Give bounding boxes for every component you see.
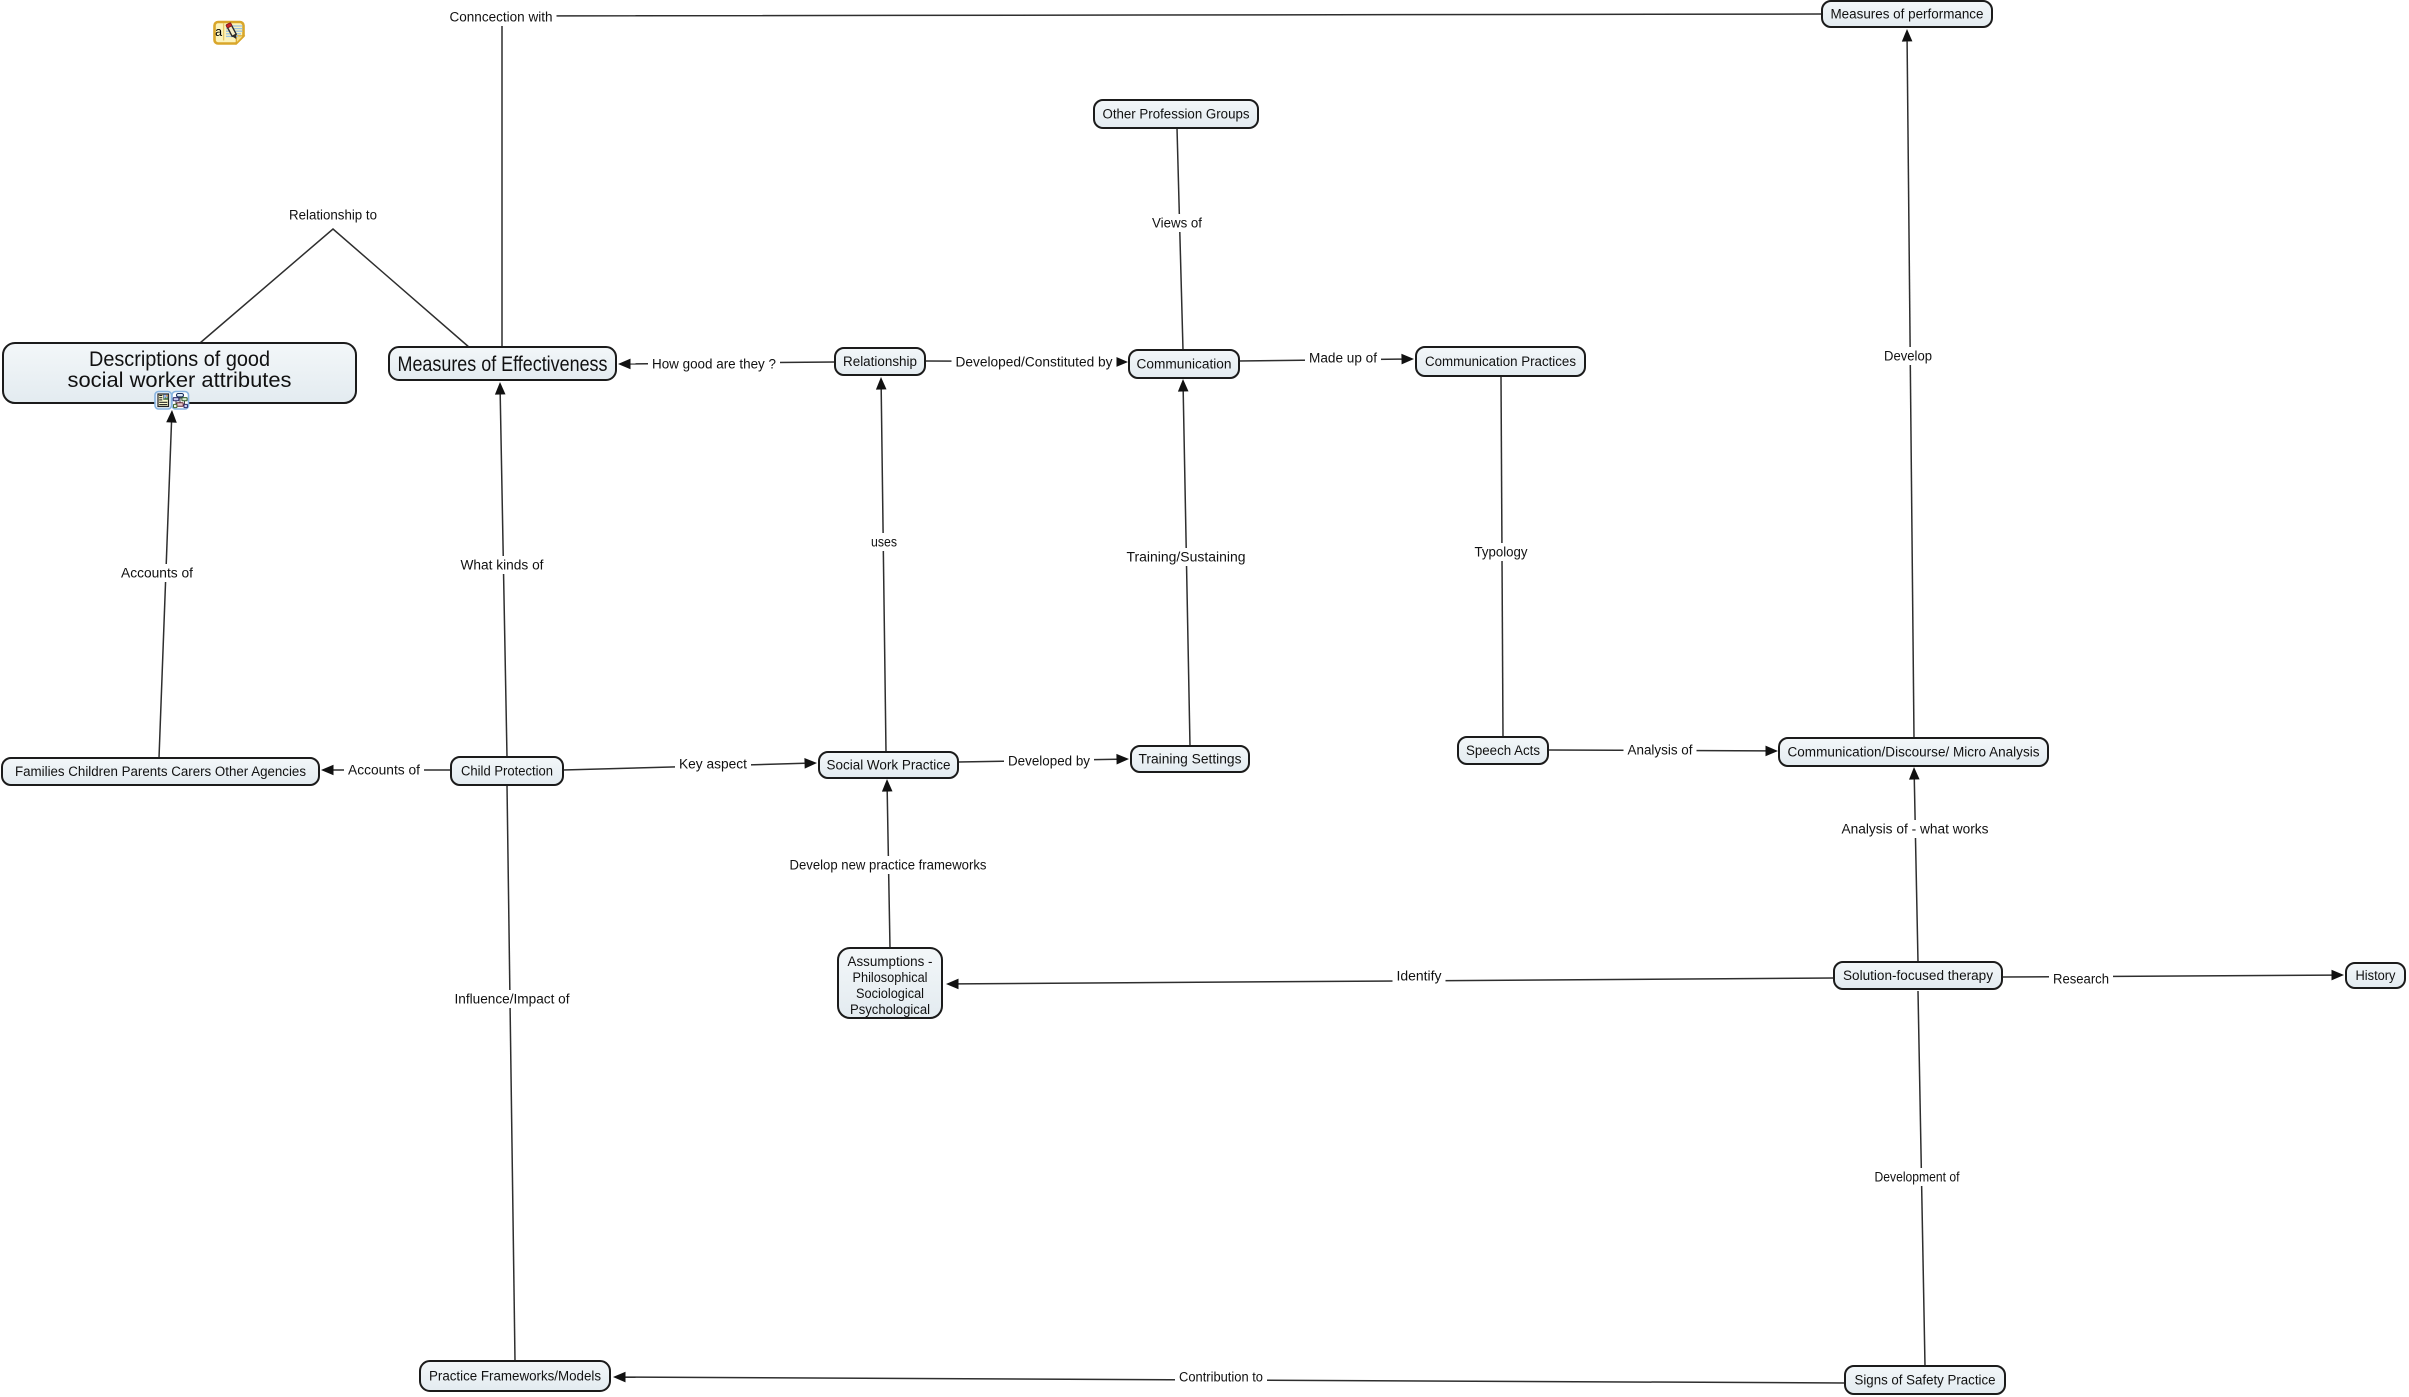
svg-text:Measures of performance: Measures of performance [1831, 7, 1984, 22]
svg-text:Develop: Develop [1884, 349, 1932, 364]
svg-text:Psychological: Psychological [850, 1002, 930, 1017]
svg-text:Analysis of - what works: Analysis of - what works [1842, 822, 1989, 837]
svg-text:Develop new practice framework: Develop new practice frameworks [790, 858, 987, 873]
svg-text:Assumptions -: Assumptions - [848, 954, 933, 969]
svg-text:Conncection with: Conncection with [450, 10, 553, 25]
svg-text:Philosophical: Philosophical [853, 970, 928, 985]
svg-text:Social Work Practice: Social Work Practice [827, 758, 951, 773]
svg-text:Other Profession Groups: Other Profession Groups [1103, 107, 1250, 122]
svg-text:How good are they ?: How good are they ? [652, 357, 776, 372]
svg-text:Research: Research [2053, 972, 2109, 987]
svg-text:Solution-focused therapy: Solution-focused therapy [1843, 968, 1993, 983]
svg-text:Accounts of: Accounts of [121, 566, 193, 581]
svg-text:Typology: Typology [1475, 545, 1528, 560]
svg-text:What kinds of: What kinds of [461, 558, 544, 573]
svg-text:Measures of Effectiveness: Measures of Effectiveness [398, 353, 608, 376]
svg-text:uses: uses [871, 535, 897, 550]
svg-text:Key aspect: Key aspect [679, 757, 747, 772]
svg-text:Development of: Development of [1875, 1170, 1960, 1185]
svg-text:Child Protection: Child Protection [461, 764, 553, 779]
svg-text:Speech Acts: Speech Acts [1466, 743, 1540, 758]
svg-text:Made up of: Made up of [1309, 351, 1377, 366]
svg-text:Communication: Communication [1137, 357, 1232, 372]
svg-text:social worker attributes: social worker attributes [68, 369, 292, 392]
svg-text:Contribution to: Contribution to [1179, 1370, 1263, 1385]
svg-text:Descriptions of good: Descriptions of good [89, 348, 270, 371]
svg-text:Accounts of: Accounts of [348, 763, 420, 778]
svg-text:a: a [215, 25, 222, 39]
svg-text:Training/Sustaining: Training/Sustaining [1127, 550, 1246, 565]
svg-text:Views of: Views of [1152, 216, 1202, 231]
svg-text:Training Settings: Training Settings [1139, 752, 1242, 767]
svg-text:Communication Practices: Communication Practices [1425, 354, 1576, 369]
svg-text:Developed by: Developed by [1008, 754, 1090, 769]
svg-text:Signs of Safety Practice: Signs of Safety Practice [1855, 1373, 1996, 1388]
svg-text:Developed/Constituted by: Developed/Constituted by [956, 355, 1113, 370]
svg-text:Relationship: Relationship [843, 354, 917, 369]
svg-text:Analysis of: Analysis of [1628, 743, 1693, 758]
svg-text:Practice Frameworks/Models: Practice Frameworks/Models [429, 1369, 601, 1384]
svg-text:Families Children Parents Care: Families Children Parents Carers Other A… [15, 764, 306, 779]
svg-text:Relationship to: Relationship to [289, 208, 377, 223]
svg-text:Influence/Impact of: Influence/Impact of [455, 992, 570, 1007]
svg-text:History: History [2356, 968, 2396, 983]
svg-text:Communication/Discourse/ Micro: Communication/Discourse/ Micro Analysis [1788, 745, 2040, 760]
svg-text:Sociological: Sociological [856, 986, 924, 1001]
svg-text:Identify: Identify [1397, 969, 1442, 984]
